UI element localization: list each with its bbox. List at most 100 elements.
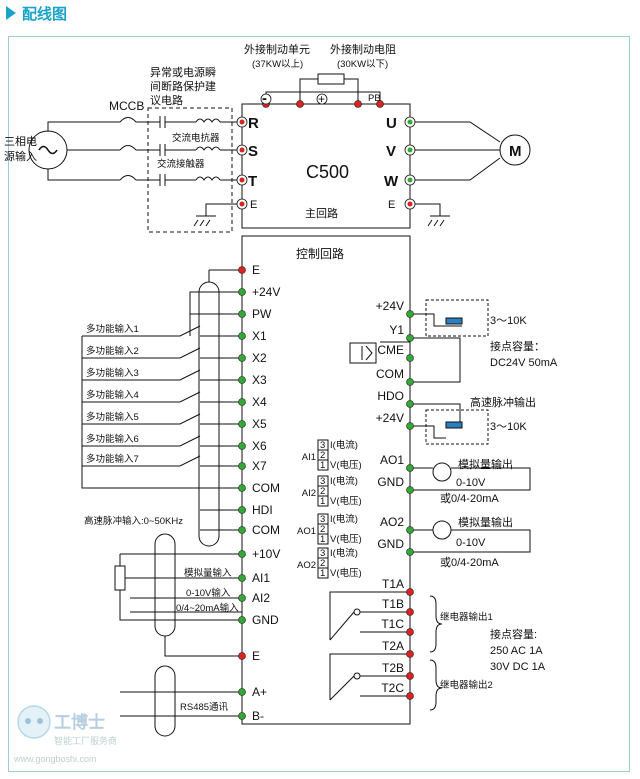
optional-label-2: 间断路保护建 — [150, 79, 216, 93]
left-terminal-dot — [238, 288, 246, 296]
output-w: W — [384, 173, 399, 190]
right-terminal-label: T1A — [382, 577, 404, 591]
right-terminal-dot — [406, 464, 414, 472]
res-hdo — [445, 421, 463, 429]
jumper-pin: 3 — [320, 514, 325, 525]
multi-input-label: 多功能输入4 — [86, 389, 139, 401]
res-y1 — [445, 317, 463, 325]
right-terminal-label: AO2 — [380, 515, 404, 529]
multi-input-label: 多功能输入6 — [86, 433, 139, 445]
power-label-2: 源输入 — [4, 149, 37, 163]
jumper-voltage: V(电压) — [330, 533, 362, 545]
shield-cable-3 — [154, 665, 176, 737]
ma-input-label: 0/4~20mA输入 — [176, 602, 239, 614]
triangle-icon — [6, 6, 16, 20]
brake-res-label-2: (30KW以下) — [337, 59, 388, 70]
input-e: E — [250, 199, 257, 211]
reactor-coil-s — [195, 146, 221, 151]
jumper-pin: 1 — [320, 460, 325, 471]
shield-cable-1 — [198, 281, 220, 547]
mccb-label: MCCB — [109, 99, 144, 113]
relay1-label: 继电器输出1 — [440, 611, 493, 623]
jumper-pin: 1 — [320, 568, 325, 579]
output-u: U — [386, 115, 397, 132]
jumper-voltage: V(电压) — [330, 495, 362, 507]
left-terminal-label: +24V — [252, 285, 280, 299]
left-terminal-dot — [238, 594, 246, 602]
left-terminal-label: X2 — [252, 351, 267, 365]
multi-input-label: 多功能输入3 — [86, 367, 139, 379]
left-terminal-label: X1 — [252, 329, 267, 343]
jumper-voltage: V(电压) — [330, 567, 362, 579]
right-terminal-label: HDO — [377, 389, 404, 403]
hdo-label: 高速脉冲输出 — [470, 395, 536, 409]
right-terminal-label: T2A — [382, 639, 404, 653]
right-terminal-dot — [406, 650, 414, 658]
right-terminal-label: Y1 — [389, 323, 404, 337]
right-terminal-dot — [406, 548, 414, 556]
left-terminal-dot — [238, 420, 246, 428]
jumper-pin: 3 — [320, 548, 325, 559]
ao2-v: 0-10V — [456, 537, 486, 549]
left-terminal-label: E — [252, 649, 260, 663]
right-terminal-label: T2B — [382, 661, 404, 675]
right-terminal-dot — [406, 628, 414, 636]
y1-cap-2: DC24V 50mA — [490, 357, 558, 369]
left-terminal-label: COM — [252, 481, 280, 495]
meter-ao2 — [432, 520, 452, 540]
right-terminal-label: T2C — [381, 681, 404, 695]
control-circuit-label: 控制回路 — [296, 246, 344, 261]
jumper-current: I(电流) — [330, 475, 358, 487]
meter-ao1 — [432, 462, 452, 482]
brake-terminals — [260, 93, 384, 108]
ground-symbol-right — [410, 203, 450, 227]
left-terminal-label: +10V — [252, 547, 280, 561]
right-terminal-dot — [406, 672, 414, 680]
input-t: T — [248, 173, 257, 190]
main-terminal-dot — [407, 177, 413, 183]
output-v: V — [386, 143, 396, 160]
optocoupler-y1 — [349, 342, 377, 364]
diagram-frame — [8, 36, 630, 772]
rs485-label: RS485通讯 — [180, 702, 229, 713]
jumper-pin: 3 — [320, 440, 325, 451]
res-range-2: 3～10K — [490, 421, 527, 433]
optional-label-3: 议电路 — [150, 94, 183, 107]
right-terminal-dot — [406, 588, 414, 596]
jumper-current: I(电流) — [330, 439, 358, 451]
left-terminal-dot — [238, 652, 246, 660]
main-terminal-dot — [239, 201, 245, 207]
multi-input-label: 多功能输入5 — [86, 411, 139, 423]
left-terminal-label: X4 — [252, 395, 267, 409]
jumper-pin: 1 — [320, 496, 325, 507]
left-terminal-label: B- — [252, 709, 264, 723]
left-terminal-dot — [238, 484, 246, 492]
pb-label: PB — [368, 93, 381, 104]
potentiometer — [114, 565, 126, 591]
left-terminal-label: COM — [252, 523, 280, 537]
control-circuit-box — [241, 235, 411, 725]
res-box-hdo — [425, 409, 489, 445]
title-text: 配线图 — [22, 5, 68, 23]
main-terminal-dot — [407, 119, 413, 125]
multi-input-label: 多功能输入1 — [86, 323, 139, 335]
ao2-ma: 或0/4-20mA — [440, 556, 499, 569]
jumper-pin: 2 — [320, 558, 325, 569]
left-terminal-label: PW — [252, 307, 272, 321]
right-terminal-label: GND — [377, 537, 404, 551]
relay-cap-3: 30V DC 1A — [490, 661, 546, 673]
reactor-coil-r — [195, 118, 221, 123]
right-terminal-label: COM — [376, 367, 404, 381]
left-terminal-dot — [238, 462, 246, 470]
left-terminal-dot — [238, 506, 246, 514]
left-terminal-label: X3 — [252, 373, 267, 387]
right-terminal-dot — [406, 692, 414, 700]
right-terminal-label: +24V — [376, 411, 404, 425]
left-terminal-dot — [238, 310, 246, 318]
shield-cable-2 — [154, 533, 176, 637]
reactor-label: 交流电抗器 — [172, 132, 220, 144]
minus-label: - — [262, 90, 267, 107]
right-terminal-dot — [406, 378, 414, 386]
